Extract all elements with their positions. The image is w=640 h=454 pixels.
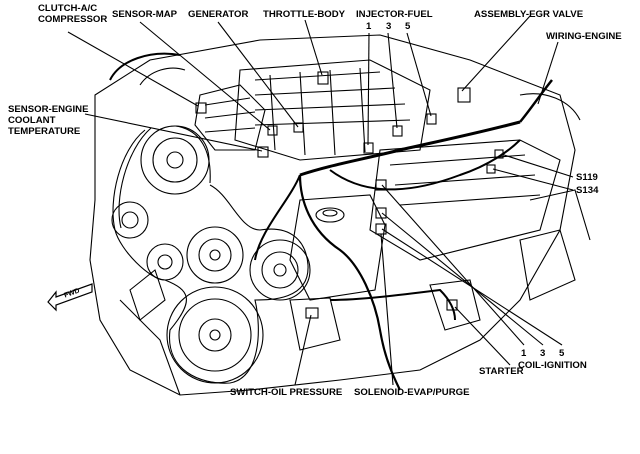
label-clutch-ac-compressor: CLUTCH-A/C COMPRESSOR: [38, 3, 108, 25]
label-throttle-body: THROTTLE-BODY: [263, 9, 346, 20]
label-coil-ignition: COIL-IGNITION: [518, 360, 587, 371]
label-switch-oil-pressure: SWITCH-OIL PRESSURE: [230, 387, 343, 398]
label-sensor-engine-coolant-temperature: SENSOR-ENGINE COOLANT TEMPERATURE: [8, 104, 89, 137]
intake-manifold: [234, 59, 431, 161]
connector-coolant: [257, 146, 269, 158]
connector-oil-pressure: [305, 307, 319, 319]
oil-filter-housing: [289, 297, 341, 351]
wiring-harness: [299, 120, 521, 177]
forward-arrow-icon: [47, 283, 93, 312]
label-generator: GENERATOR: [188, 9, 249, 20]
ac-compressor-pulley: [140, 125, 210, 195]
connector-clutch: [195, 102, 207, 114]
engine-block-outline: [89, 34, 576, 396]
coolant-reservoir: [289, 194, 386, 301]
label-solenoid-evap-purge: SOLENOID-EVAP/PURGE: [354, 387, 470, 398]
label-sensor-map: SENSOR-MAP: [112, 9, 178, 20]
label-s134: S134: [576, 185, 599, 196]
label-wiring-engine: WIRING-ENGINE: [546, 31, 622, 42]
label-injector-fuel: INJECTOR-FUEL: [356, 9, 433, 20]
coil-number-5: 5: [559, 348, 565, 359]
injector-number-5: 5: [405, 21, 411, 32]
connector-s119: [494, 149, 504, 159]
leader-lines: [67, 15, 574, 386]
coil-number-3: 3: [540, 348, 546, 359]
label-s119: S119: [576, 172, 598, 183]
starter-body: [429, 279, 481, 331]
coil-number-1: 1: [521, 348, 527, 359]
idler-pulley: [111, 201, 149, 239]
tensioner-pulley: [146, 243, 184, 281]
power-steering-pulley: [186, 226, 244, 284]
injector-number-3: 3: [386, 21, 392, 32]
serpentine-belt: [112, 129, 309, 384]
connector-coil-3: [375, 207, 387, 219]
connector-starter: [446, 299, 458, 311]
connector-throttle: [317, 71, 329, 85]
injector-number-1: 1: [366, 21, 372, 32]
connector-generator: [293, 122, 304, 133]
connector-injector-5: [426, 113, 437, 125]
connector-egr: [457, 87, 471, 103]
water-pump-pulley: [249, 239, 311, 301]
connector-injector-3: [392, 125, 403, 137]
label-starter: STARTER: [479, 366, 524, 377]
connector-map: [267, 125, 278, 136]
connector-coil-1: [375, 179, 387, 191]
crankshaft-pulley: [166, 286, 264, 384]
label-assembly-egr-valve: ASSEMBLY-EGR VALVE: [474, 9, 584, 20]
